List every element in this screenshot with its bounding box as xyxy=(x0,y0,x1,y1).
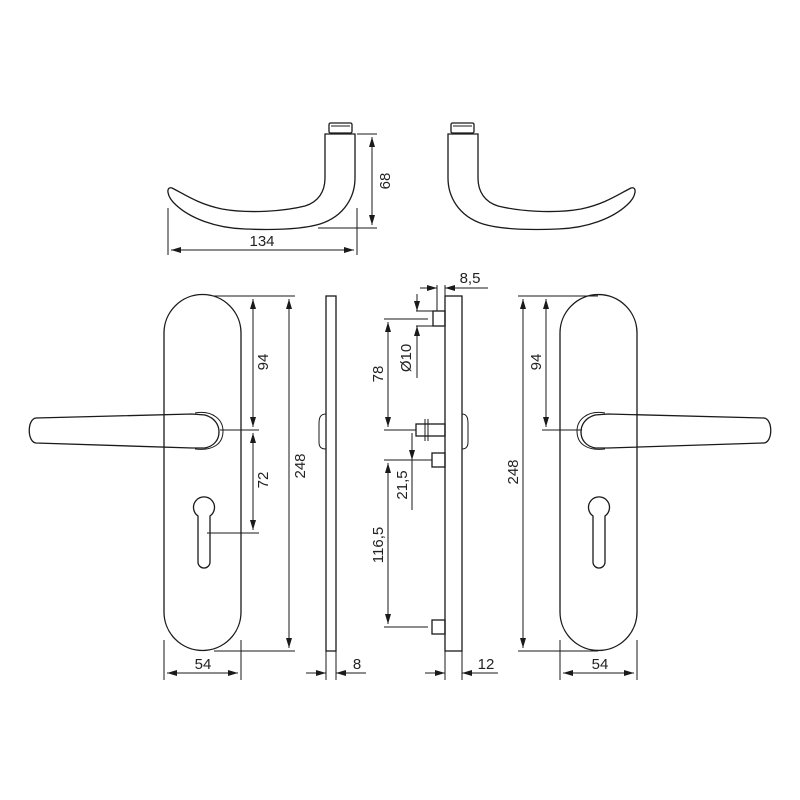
dim-label-outer-thickness: 8 xyxy=(353,656,361,673)
dim-label-plate-width: 54 xyxy=(195,656,212,673)
spindle-stub xyxy=(415,419,446,441)
dim-label-lever-height: 68 xyxy=(377,173,394,190)
fixing-boss-bottom xyxy=(431,619,446,635)
backplate xyxy=(163,293,242,652)
fixing-boss-middle xyxy=(431,452,446,468)
dim-label-spindle-to-lower: 21,5 xyxy=(394,470,411,499)
lever-handle xyxy=(28,413,220,449)
lever-handle xyxy=(580,413,772,449)
side-view-outer: 8 xyxy=(306,295,366,680)
dim-label-fixing-diameter: Ø10 xyxy=(398,344,415,372)
spindle-collar xyxy=(328,122,353,134)
front-view-left: 94 72 248 54 xyxy=(28,293,309,680)
dim-label-top-to-spindle: 94 xyxy=(255,354,272,371)
dim-label-fixing-to-spindle: 78 xyxy=(370,366,387,383)
dim-label-plate-height: 248 xyxy=(292,453,309,478)
fixing-boss-top xyxy=(432,310,446,327)
dim-label-top-to-spindle: 94 xyxy=(528,354,545,371)
front-view-right: 94 248 54 xyxy=(505,293,772,680)
dim-label-plate-height: 248 xyxy=(505,459,522,484)
cylinder-keyhole xyxy=(192,496,216,569)
lever-top-view-right xyxy=(447,122,636,231)
dim-label-plate-width: 54 xyxy=(592,656,609,673)
dim-label-lower-fixings: 116,5 xyxy=(370,527,387,563)
dim-label-inner-thickness: 12 xyxy=(478,656,495,673)
cylinder-keyhole xyxy=(587,496,611,569)
backplate xyxy=(559,293,638,652)
lever-body xyxy=(167,133,356,231)
rose xyxy=(194,411,224,450)
dim-label-spindle-to-cylinder: 72 xyxy=(255,472,272,489)
rose xyxy=(576,411,606,450)
inner-plate-profile xyxy=(444,295,463,652)
dim-label-lever-width: 134 xyxy=(249,233,274,250)
lever-top-view-left: 134 68 xyxy=(167,122,394,255)
side-view-inner: 8,5 Ø10 78 21,5 116,5 12 xyxy=(370,270,498,680)
outer-plate-profile xyxy=(325,295,337,652)
dim-label-fixing-offset: 8,5 xyxy=(460,270,481,287)
